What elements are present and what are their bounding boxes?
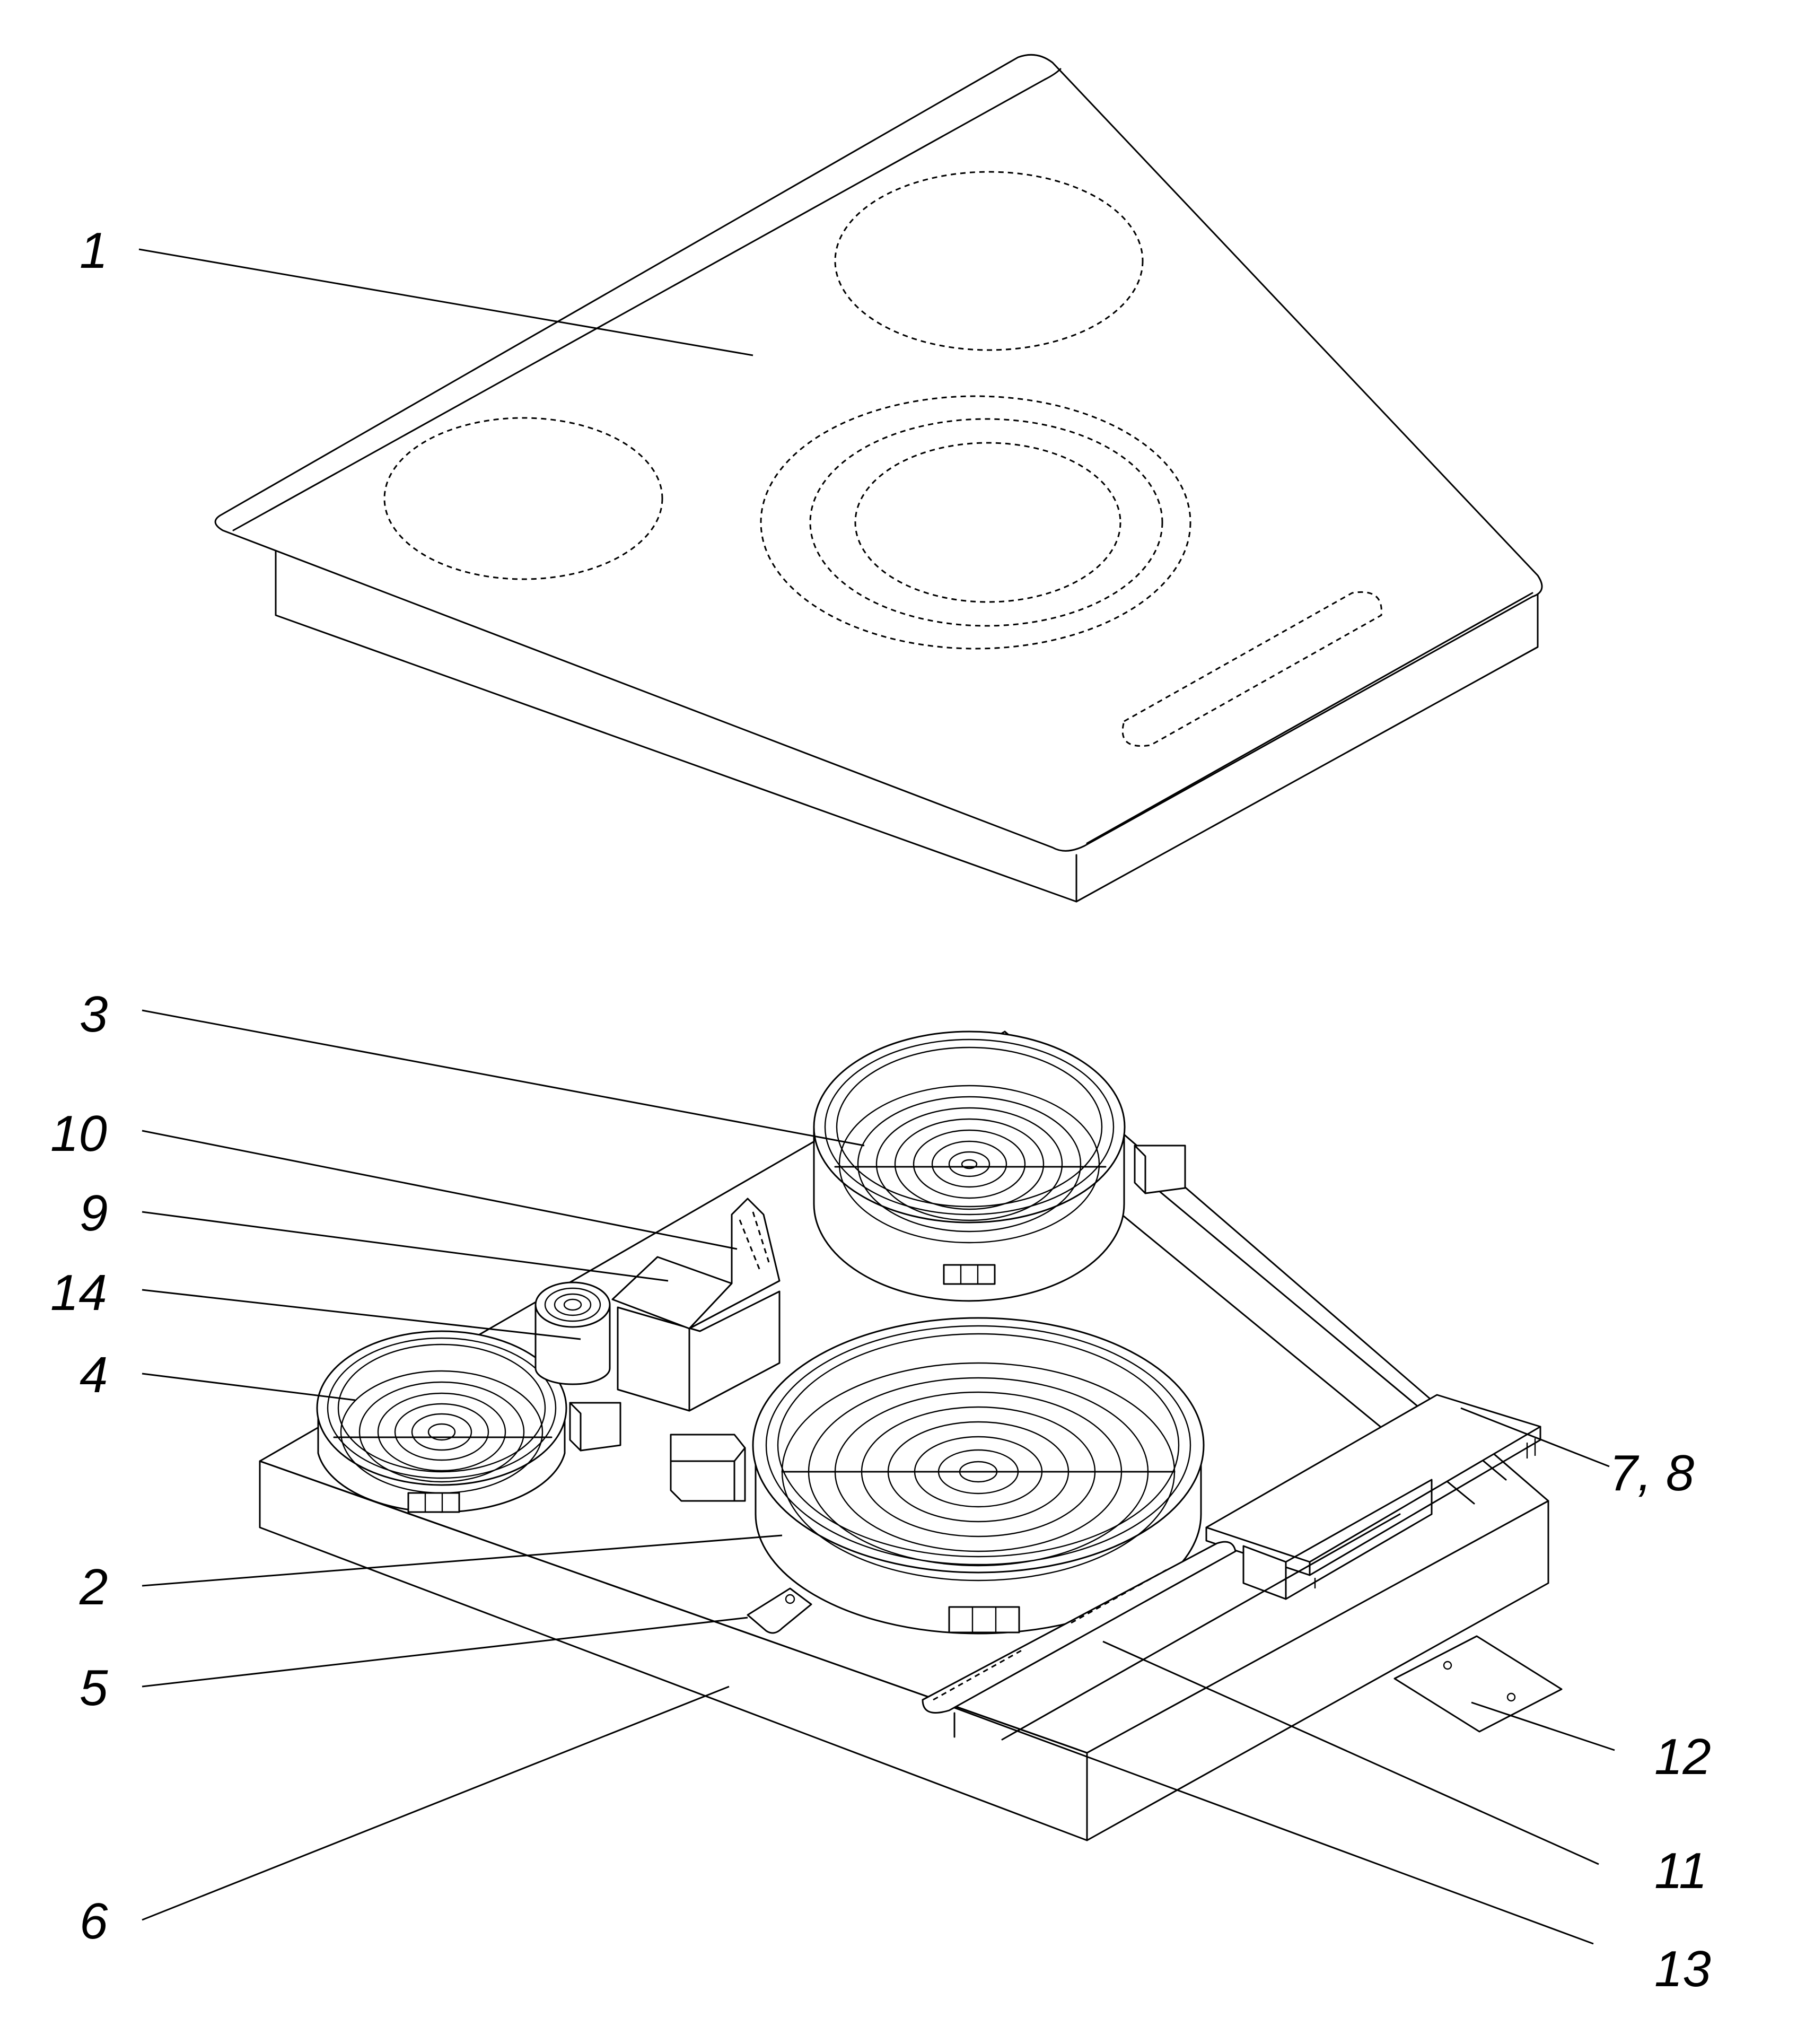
label-11: 11 <box>1654 1842 1707 1899</box>
label-14: 14 <box>50 1264 107 1321</box>
label-6: 6 <box>80 1893 108 1950</box>
temperature-limiter-and-bracket <box>611 1198 781 1412</box>
part-labels: 1 3 10 9 14 4 2 5 6 7, 8 12 11 13 <box>50 222 1711 1997</box>
label-1: 1 <box>80 222 108 279</box>
glass-cooktop-panel <box>214 54 1543 903</box>
label-4: 4 <box>80 1347 108 1403</box>
control-board <box>1205 1394 1541 1600</box>
mounting-clip <box>747 1587 812 1634</box>
label-5: 5 <box>80 1659 108 1716</box>
label-7-8: 7, 8 <box>1609 1445 1694 1501</box>
cover-plate <box>1393 1635 1563 1733</box>
label-12: 12 <box>1654 1728 1711 1785</box>
coil-component <box>534 1281 611 1385</box>
label-10: 10 <box>50 1105 107 1162</box>
label-9: 9 <box>80 1185 108 1242</box>
small-left-heating-element <box>316 1330 621 1513</box>
leader-lines <box>138 248 1615 1945</box>
label-13: 13 <box>1654 1941 1711 1997</box>
rear-right-heating-element <box>813 1030 1186 1302</box>
label-2: 2 <box>79 1559 108 1615</box>
guide-rail-and-strip <box>922 1513 1401 1741</box>
large-front-heating-element <box>670 1317 1205 1635</box>
label-3: 3 <box>80 986 108 1043</box>
